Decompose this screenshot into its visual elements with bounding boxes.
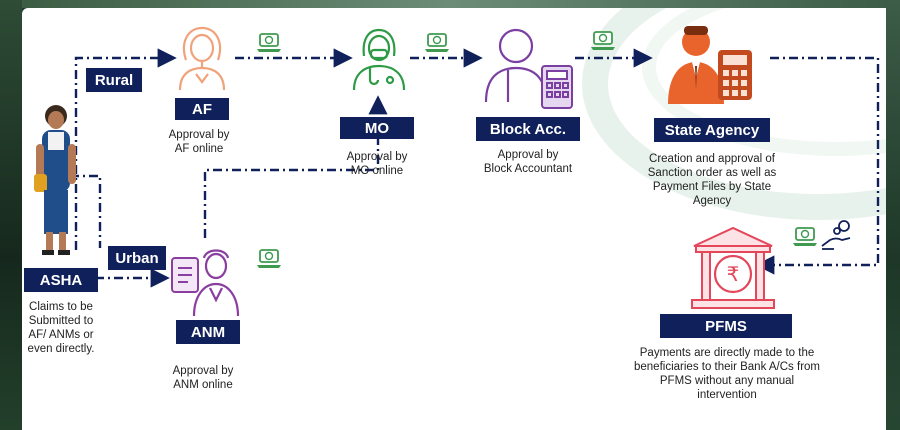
connector-state-pfms [755, 56, 880, 275]
block-acc-description: Approval by Block Accountant [483, 149, 573, 175]
pfms-label: PFMS [660, 314, 792, 338]
online-laptop-icon [793, 227, 817, 246]
mo-doctor-icon [352, 28, 406, 91]
rural-branch-label: Rural [86, 68, 142, 92]
af-person-icon [178, 26, 226, 91]
connector-asha-branch [70, 174, 102, 248]
background-left [0, 0, 22, 430]
payment-hand-icon [821, 220, 851, 250]
state-agency-description: Creation and approval of Sanction order … [647, 153, 777, 207]
state-agency-icon [668, 26, 752, 104]
mo-label: MO [340, 117, 414, 139]
online-laptop-icon [425, 33, 449, 52]
online-laptop-icon [257, 249, 281, 268]
asha-label: ASHA [24, 268, 98, 292]
flow-diagram-panel [22, 8, 886, 430]
block-accountant-icon [484, 28, 573, 109]
asha-person-icon [34, 105, 76, 255]
anm-nurse-icon [171, 249, 240, 317]
asha-description: Claims to be Submitted to AF/ ANMs or ev… [27, 301, 95, 355]
rupee-symbol: ₹ [727, 262, 740, 286]
block-acc-label: Block Acc. [476, 117, 580, 141]
background-top [0, 0, 900, 8]
background-right [886, 0, 900, 430]
af-label: AF [175, 98, 229, 120]
online-laptop-icon [591, 31, 615, 50]
pfms-building-icon: ₹ [691, 226, 775, 309]
connector-anm-mo [203, 95, 388, 238]
state-agency-label: State Agency [654, 118, 770, 142]
connector-asha-rural [74, 48, 177, 250]
anm-label: ANM [176, 320, 240, 344]
online-laptop-icon [257, 33, 281, 52]
urban-branch-label: Urban [108, 246, 166, 270]
pfms-description: Payments are directly made to the benefi… [634, 347, 820, 401]
af-description: Approval by AF online [168, 129, 230, 155]
anm-description: Approval by ANM online [172, 365, 234, 391]
mo-description: Approval by MO online [346, 151, 408, 177]
